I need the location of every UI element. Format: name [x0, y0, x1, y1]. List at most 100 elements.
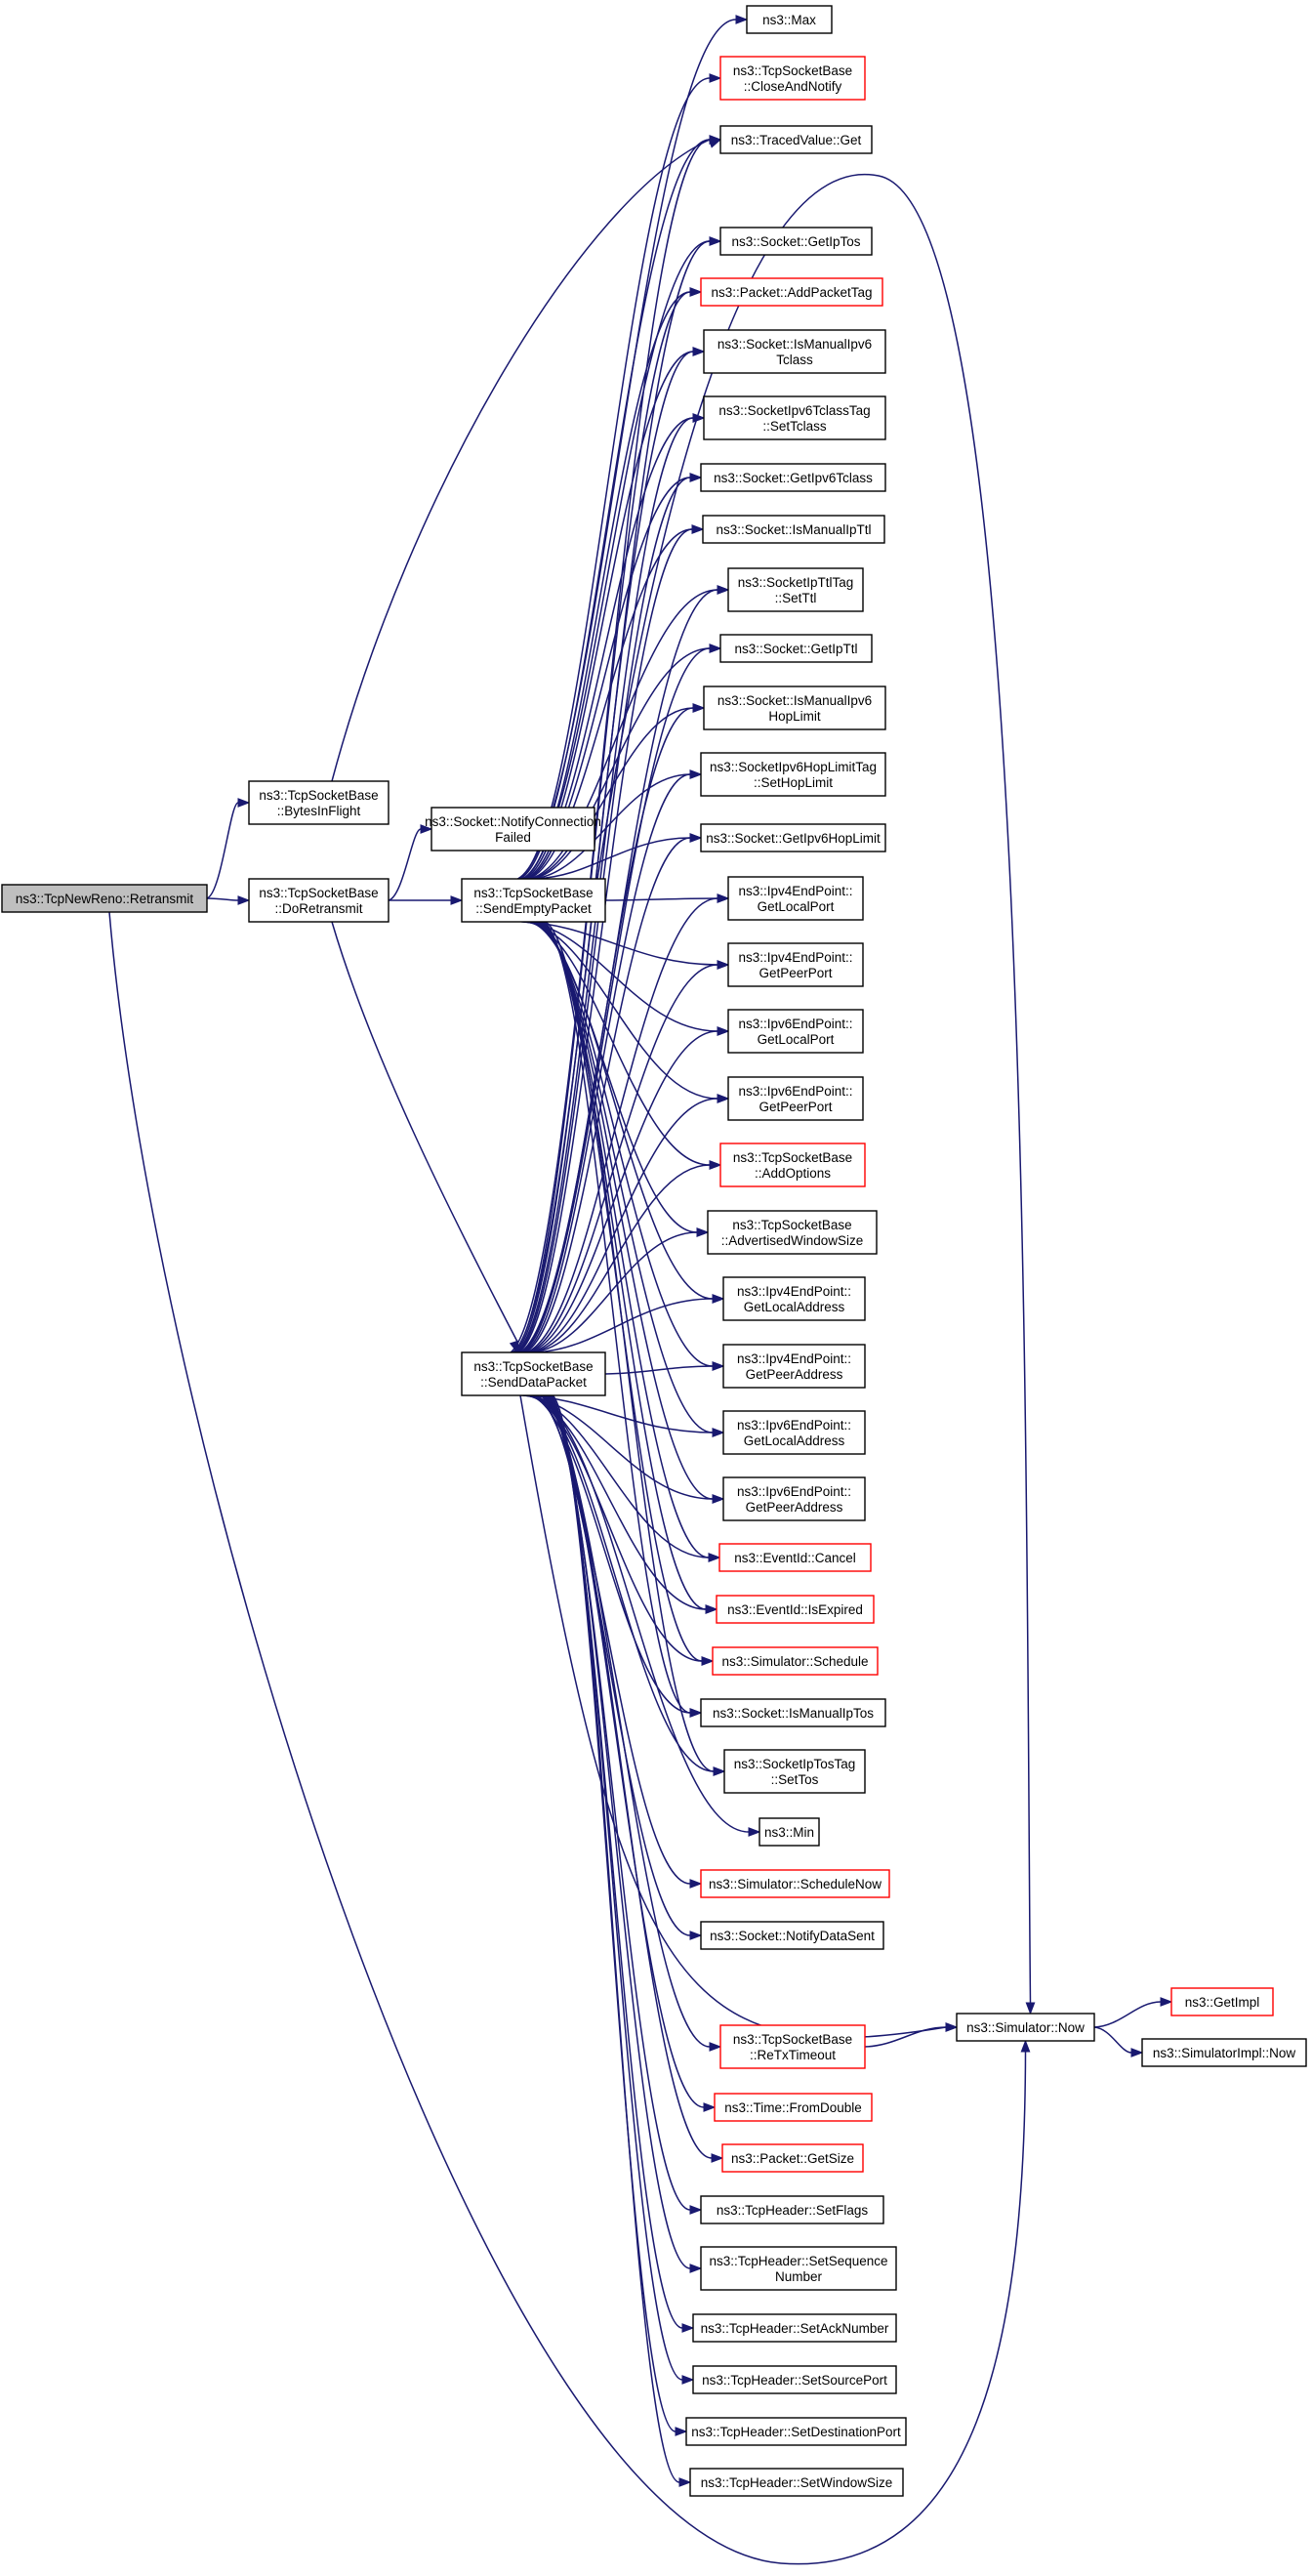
node-box	[700, 1921, 884, 1950]
node-label: ns3::TcpSocketBase	[259, 886, 378, 900]
node-ipv4getlocalport[interactable]: ns3::Ipv4EndPoint::GetLocalPort	[727, 876, 864, 921]
node-notifydatasent[interactable]: ns3::Socket::NotifyDataSent	[700, 1921, 884, 1950]
node-max[interactable]: ns3::Max	[746, 5, 833, 34]
node-sethoplimit[interactable]: ns3::SocketIpv6HopLimitTag::SetHopLimit	[700, 752, 886, 797]
node-box	[712, 1646, 879, 1676]
node-senddata[interactable]: ns3::TcpSocketBase::SendDataPacket	[461, 1351, 606, 1396]
node-getipv6hoplimit[interactable]: ns3::Socket::GetIpv6HopLimit	[700, 823, 886, 852]
node-setflags[interactable]: ns3::TcpHeader::SetFlags	[700, 2195, 884, 2224]
node-settclass[interactable]: ns3::SocketIpv6TclassTag::SetTclass	[703, 395, 886, 440]
edge-senddata-to-settclass	[515, 417, 694, 1353]
node-label: ns3::TcpSocketBase	[473, 1359, 593, 1374]
node-ipv6getlocaladdr[interactable]: ns3::Ipv6EndPoint::GetLocalAddress	[722, 1410, 866, 1455]
edge-arrowhead	[711, 2153, 724, 2163]
node-ipv6getpeerport[interactable]: ns3::Ipv6EndPoint::GetPeerPort	[727, 1076, 864, 1121]
node-tracedget[interactable]: ns3::TracedValue::Get	[719, 125, 873, 154]
node-label: GetLocalAddress	[744, 1300, 845, 1314]
edge-sendempty-to-addoptions	[527, 921, 711, 1166]
edge-arrowhead	[713, 1766, 726, 1776]
node-ipv6getpeeraddr[interactable]: ns3::Ipv6EndPoint::GetPeerAddress	[722, 1476, 866, 1521]
node-label: ns3::TcpHeader::SetFlags	[717, 2203, 869, 2218]
node-box	[727, 876, 864, 921]
node-label: ::SetTclass	[762, 419, 827, 434]
edge-arrowhead	[1130, 2048, 1144, 2057]
node-bytesinflight[interactable]: ns3::TcpSocketBase::BytesInFlight	[248, 780, 390, 825]
node-ismanualiptos[interactable]: ns3::Socket::IsManualIpTos	[700, 1698, 886, 1727]
edge-arrowhead	[717, 893, 730, 903]
node-label: ns3::Max	[762, 13, 816, 27]
node-sendempty[interactable]: ns3::TcpSocketBase::SendEmptyPacket	[461, 878, 606, 923]
node-retxtimeout[interactable]: ns3::TcpSocketBase::ReTxTimeout	[719, 2024, 866, 2069]
node-closeandnotify[interactable]: ns3::TcpSocketBase::CloseAndNotify	[719, 56, 866, 101]
node-doretransmit[interactable]: ns3::TcpSocketBase::DoRetransmit	[248, 878, 390, 923]
nodes-layer: ns3::TcpNewReno::Retransmitns3::TcpSocke…	[1, 5, 1307, 2497]
edge-arrowhead	[709, 236, 722, 246]
node-setsourceport[interactable]: ns3::TcpHeader::SetSourcePort	[692, 2365, 897, 2394]
node-label: ns3::TcpSocketBase	[733, 2032, 852, 2047]
node-label: ns3::Socket::GetIpv6HopLimit	[706, 831, 881, 846]
node-label: ns3::Ipv6EndPoint::	[738, 1084, 852, 1099]
node-min[interactable]: ns3::Min	[758, 1817, 820, 1847]
edge-senddata-to-advwindowsize	[532, 1231, 698, 1353]
edge-arrowhead	[675, 2427, 688, 2436]
node-ipv4getpeerport[interactable]: ns3::Ipv4EndPoint::GetPeerPort	[727, 942, 864, 987]
node-box	[461, 878, 606, 923]
node-ipv6getlocalport[interactable]: ns3::Ipv6EndPoint::GetLocalPort	[727, 1009, 864, 1054]
node-schedule[interactable]: ns3::Simulator::Schedule	[712, 1646, 879, 1676]
edge-arrowhead	[689, 1879, 703, 1889]
node-ipv4getlocaladdr[interactable]: ns3::Ipv4EndPoint::GetLocalAddress	[722, 1276, 866, 1321]
edge-senddata-to-ipv6getpeerport	[529, 1098, 718, 1353]
edge-senddata-to-addpackettag	[512, 291, 691, 1353]
edge-arrowhead	[709, 2042, 722, 2052]
node-getipttl[interactable]: ns3::Socket::GetIpTtl	[719, 634, 873, 663]
node-schedulenow[interactable]: ns3::Simulator::ScheduleNow	[700, 1869, 890, 1898]
node-box	[758, 1817, 820, 1847]
edge-arrowhead	[703, 2102, 717, 2112]
node-ismanualipttl[interactable]: ns3::Socket::IsManualIpTtl	[702, 515, 885, 544]
node-fromdouble[interactable]: ns3::Time::FromDouble	[714, 2093, 873, 2122]
node-retransmit[interactable]: ns3::TcpNewReno::Retransmit	[1, 884, 208, 913]
node-setacknum[interactable]: ns3::TcpHeader::SetAckNumber	[692, 2313, 897, 2343]
node-getipv6tclass[interactable]: ns3::Socket::GetIpv6Tclass	[700, 463, 886, 492]
node-cancel[interactable]: ns3::EventId::Cancel	[718, 1543, 872, 1572]
node-label: ::DoRetransmit	[274, 901, 362, 916]
node-simnow[interactable]: ns3::Simulator::Now	[956, 2013, 1095, 2042]
node-settos[interactable]: ns3::SocketIpTosTag::SetTos	[723, 1749, 866, 1794]
edge-senddata-to-ipv4getlocalport	[525, 897, 718, 1353]
edge-arrowhead	[717, 960, 730, 970]
node-box	[1170, 1987, 1274, 2016]
node-setwindowsize[interactable]: ns3::TcpHeader::SetWindowSize	[689, 2468, 904, 2497]
node-box	[703, 686, 886, 730]
edge-simnow-to-getimpl	[1093, 2001, 1162, 2028]
edge-simnow-to-simimplnow	[1093, 2026, 1132, 2054]
node-addoptions[interactable]: ns3::TcpSocketBase::AddOptions	[719, 1143, 866, 1187]
node-setttl[interactable]: ns3::SocketIpTtlTag::SetTtl	[727, 567, 864, 612]
node-simimplnow[interactable]: ns3::SimulatorImpl::Now	[1141, 2038, 1307, 2067]
node-getimpl[interactable]: ns3::GetImpl	[1170, 1987, 1274, 2016]
node-setdestport[interactable]: ns3::TcpHeader::SetDestinationPort	[685, 2417, 907, 2446]
edge-sendempty-to-ipv6getpeerport	[525, 921, 718, 1100]
node-ipv4getpeeraddr[interactable]: ns3::Ipv4EndPoint::GetPeerAddress	[722, 1344, 866, 1389]
edge-doretransmit-to-notifyconnfailed	[388, 828, 422, 901]
node-label: ns3::TcpHeader::SetAckNumber	[701, 2321, 889, 2336]
node-getiptos[interactable]: ns3::Socket::GetIpTos	[719, 227, 873, 256]
node-label: ns3::TcpNewReno::Retransmit	[16, 892, 194, 906]
edge-arrowhead	[705, 1604, 718, 1614]
node-addpackettag[interactable]: ns3::Packet::AddPacketTag	[700, 277, 883, 307]
node-advwindowsize[interactable]: ns3::TcpSocketBase::AdvertisedWindowSize	[707, 1210, 878, 1255]
node-getsize[interactable]: ns3::Packet::GetSize	[721, 2143, 864, 2173]
node-label: ns3::Socket::IsManualIpTtl	[716, 522, 871, 537]
node-box	[707, 1210, 878, 1255]
node-isexpired[interactable]: ns3::EventId::IsExpired	[716, 1595, 875, 1624]
edge-arrowhead	[692, 347, 706, 356]
edge-sendempty-to-ismanualipv6hoplimit	[531, 707, 694, 880]
edge-sendempty-to-ismanualiptos	[543, 921, 691, 1714]
node-label: ns3::TracedValue::Get	[731, 133, 862, 147]
node-label: ns3::SocketIpv6TclassTag	[718, 403, 870, 418]
edge-arrowhead	[689, 473, 703, 482]
node-box	[727, 942, 864, 987]
